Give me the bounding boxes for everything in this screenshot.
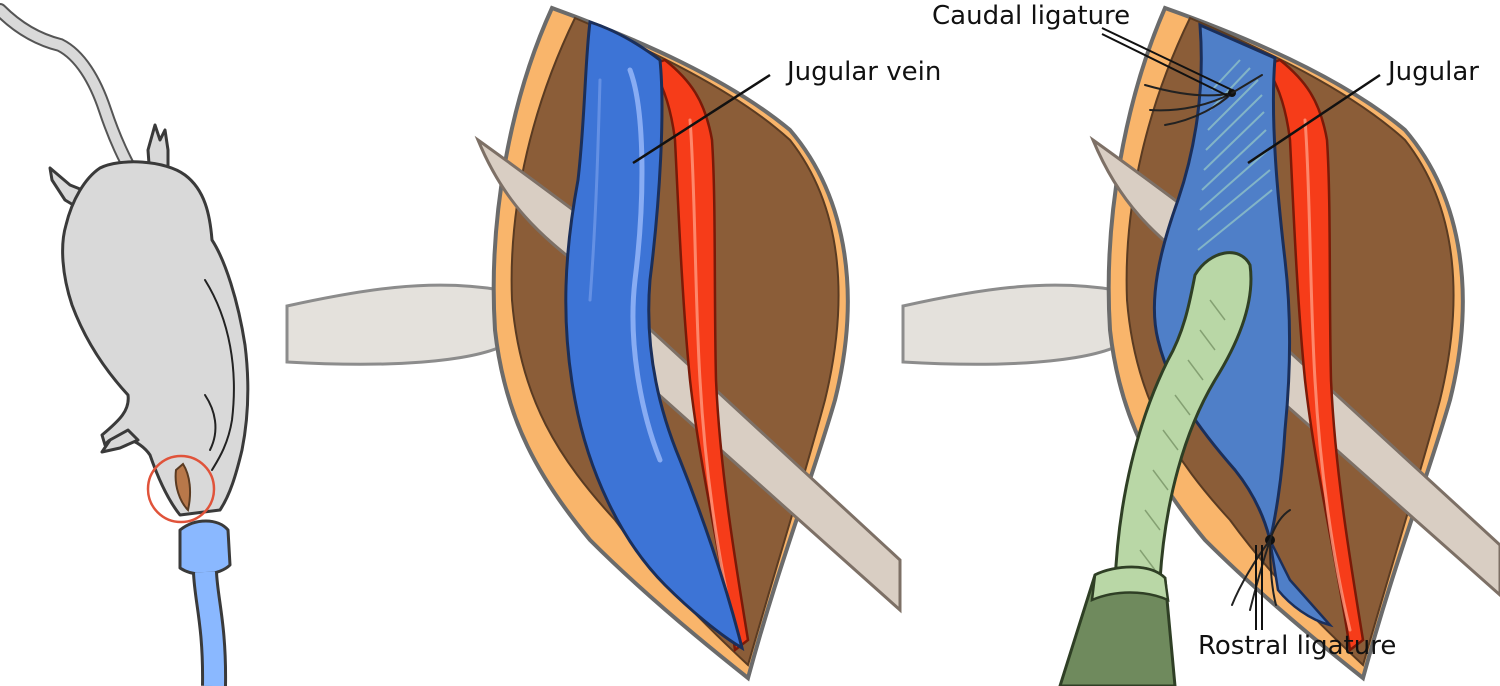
- caudal-ligature-label: Caudal ligature: [932, 1, 1130, 31]
- jugular-vein: [564, 20, 745, 652]
- catheter-tube-fill: [195, 571, 225, 686]
- jugular-vein-label: Jugular vein: [785, 57, 941, 87]
- incision-site-circle: [146, 454, 216, 524]
- retractor-bar-left: [285, 283, 518, 366]
- mouse-front-paw: [100, 428, 140, 454]
- jugular-label: Jugular: [1386, 57, 1479, 87]
- cannula-tube: [1113, 251, 1253, 587]
- vein-highlight: [627, 67, 663, 463]
- mouse-overview-panel: [0, 3, 250, 686]
- cannula-hub-top: [1090, 565, 1170, 603]
- cannula-hatching: [1139, 299, 1226, 571]
- jugular-vein-leader: [632, 73, 771, 165]
- incision-site: [174, 462, 192, 512]
- mouse-body: [61, 160, 250, 517]
- artery-highlight: [688, 118, 737, 632]
- rostral-ligature-label: Rostral ligature: [1198, 631, 1396, 661]
- vein-highlight-2: [588, 78, 602, 302]
- nose-cone: [178, 519, 232, 576]
- jugular-leader: [1247, 73, 1381, 165]
- mouse-tail: [0, 3, 142, 185]
- artery-highlight-2: [1303, 118, 1352, 632]
- caudal-ligature-leader: [1101, 27, 1233, 91]
- jugular-exposed-panel: Jugular vein: [285, 5, 941, 682]
- vein-hatching: [1197, 59, 1273, 251]
- caudal-ligature-leader-2: [1101, 33, 1229, 97]
- retractor-bar-left-2: [901, 283, 1133, 366]
- vein-distal-segment: [1268, 539, 1334, 628]
- cannulated-panel: Caudal ligature Jugular Rostral ligature: [901, 1, 1500, 686]
- mouse-fold-line-2: [204, 394, 217, 451]
- mouse-fold-line: [204, 279, 235, 471]
- mouse-tail-fill: [0, 5, 140, 183]
- rostral-ligature: [1231, 509, 1291, 611]
